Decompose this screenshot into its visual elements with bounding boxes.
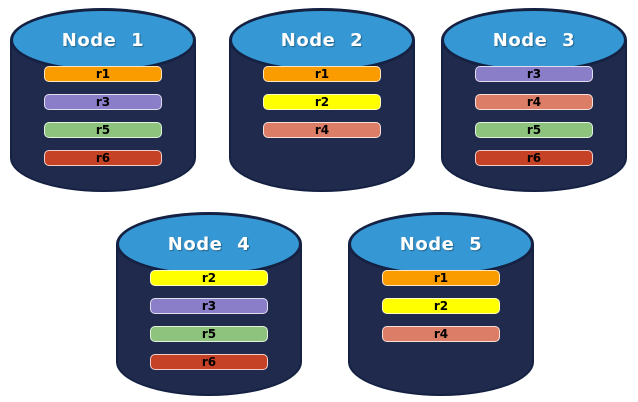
replica-label: r3 xyxy=(201,299,217,313)
replica-bar-r1: r1 xyxy=(263,66,381,82)
replica-label: r3 xyxy=(526,67,542,81)
replica-list: r1 r2 r4 xyxy=(229,66,415,150)
node-label: Node 1 xyxy=(61,29,145,51)
replica-bar-r4: r4 xyxy=(263,122,381,138)
replica-bar-r2: r2 xyxy=(150,270,268,286)
replica-bar-r2: r2 xyxy=(382,298,500,314)
cylinder-top-ellipse: Node 2 xyxy=(229,8,415,72)
replica-list: r2 r3 r5 r6 xyxy=(116,270,302,382)
replica-bar-r6: r6 xyxy=(44,150,162,166)
cylinder-top-ellipse: Node 1 xyxy=(10,8,196,72)
replica-label: r2 xyxy=(201,271,217,285)
replica-label: r5 xyxy=(526,123,542,137)
node-cylinder: Node 3 r3 r4 r5 r6 xyxy=(441,8,627,192)
replica-label: r4 xyxy=(433,327,449,341)
node-label: Node 5 xyxy=(399,233,483,255)
replica-label: r2 xyxy=(433,299,449,313)
replica-label: r3 xyxy=(95,95,111,109)
replica-bar-r3: r3 xyxy=(44,94,162,110)
node-label: Node 2 xyxy=(280,29,364,51)
replica-bar-r5: r5 xyxy=(44,122,162,138)
replica-label: r2 xyxy=(314,95,330,109)
node-cylinder: Node 1 r1 r3 r5 r6 xyxy=(10,8,196,192)
replica-label: r5 xyxy=(95,123,111,137)
replica-bar-r3: r3 xyxy=(150,298,268,314)
replica-bar-r1: r1 xyxy=(382,270,500,286)
node-label: Node 4 xyxy=(167,233,251,255)
node-cylinder: Node 2 r1 r2 r4 xyxy=(229,8,415,192)
replica-bar-r4: r4 xyxy=(475,94,593,110)
replica-bar-r1: r1 xyxy=(44,66,162,82)
replica-label: r6 xyxy=(95,151,111,165)
replica-bar-r6: r6 xyxy=(150,354,268,370)
node-label: Node 3 xyxy=(492,29,576,51)
replica-label: r6 xyxy=(201,355,217,369)
replica-bar-r5: r5 xyxy=(475,122,593,138)
replica-bar-r6: r6 xyxy=(475,150,593,166)
replica-bar-r3: r3 xyxy=(475,66,593,82)
replica-bar-r2: r2 xyxy=(263,94,381,110)
replica-label: r1 xyxy=(433,271,449,285)
node-cylinder: Node 5 r1 r2 r4 xyxy=(348,212,534,396)
cylinder-top-ellipse: Node 5 xyxy=(348,212,534,276)
replica-label: r4 xyxy=(314,123,330,137)
replica-label: r5 xyxy=(201,327,217,341)
replica-label: r4 xyxy=(526,95,542,109)
cylinder-top-ellipse: Node 4 xyxy=(116,212,302,276)
replica-label: r1 xyxy=(95,67,111,81)
replica-list: r1 r3 r5 r6 xyxy=(10,66,196,178)
replica-label: r6 xyxy=(526,151,542,165)
replica-list: r3 r4 r5 r6 xyxy=(441,66,627,178)
replica-bar-r4: r4 xyxy=(382,326,500,342)
cylinder-top-ellipse: Node 3 xyxy=(441,8,627,72)
replica-list: r1 r2 r4 xyxy=(348,270,534,354)
replica-label: r1 xyxy=(314,67,330,81)
node-cylinder: Node 4 r2 r3 r5 r6 xyxy=(116,212,302,396)
replica-bar-r5: r5 xyxy=(150,326,268,342)
